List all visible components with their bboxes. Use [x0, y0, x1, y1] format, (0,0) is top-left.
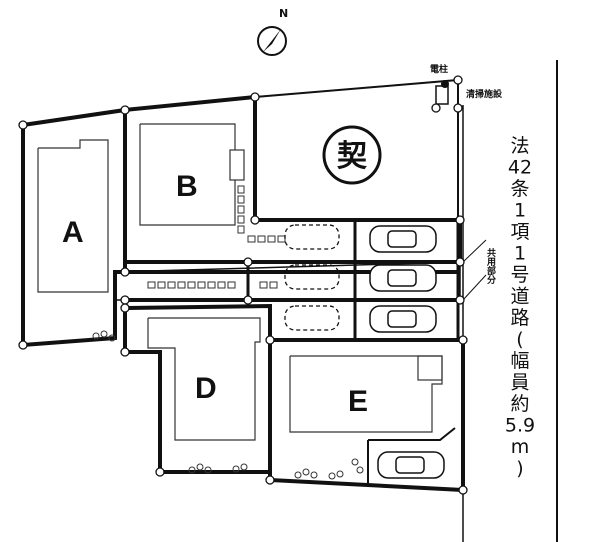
shared-paving	[147, 281, 278, 289]
road-label-char: 1	[514, 200, 526, 222]
road-label-char: 5.9	[505, 415, 535, 437]
shared-area-pointer-2	[462, 274, 487, 301]
road-label-char: m	[511, 436, 530, 458]
lot-b-building	[139, 123, 236, 226]
lot-b-paving	[237, 185, 286, 243]
lot-d-label: D	[195, 372, 217, 405]
road-label-char: )	[516, 458, 523, 480]
road-label-char: 号	[510, 264, 529, 286]
road-label-char: 幅	[510, 350, 529, 372]
shared-area-label: 共用部分	[485, 247, 497, 285]
lot-d-boundary	[123, 303, 355, 474]
shared-area-pointer-1	[462, 239, 487, 263]
road-label-char: 道	[510, 286, 529, 308]
lot-e-driveway	[368, 427, 456, 441]
parking-dashed	[284, 224, 340, 331]
car-icon	[369, 264, 437, 292]
compass-icon: N	[257, 7, 288, 56]
road-label-char: 項	[510, 221, 529, 243]
road-label-char: 約	[510, 393, 529, 415]
utility-pole-label: 電柱	[430, 63, 448, 75]
lot-b-bay	[229, 149, 245, 181]
car-icon	[369, 225, 437, 253]
road-label-char: 員	[510, 372, 529, 394]
shrubs	[92, 330, 364, 480]
contracted-badge	[322, 125, 382, 185]
car-icon	[369, 305, 437, 333]
contracted-label: 契	[337, 139, 368, 174]
road-label-char: 路	[510, 307, 529, 329]
road-label-char: 法	[510, 135, 529, 157]
lot-e-bay	[417, 355, 443, 381]
road-label-char: 42	[508, 157, 532, 179]
car-icon	[377, 451, 445, 479]
lot-a-label: A	[62, 216, 84, 249]
lot-b-label: B	[176, 170, 198, 203]
road-label-char: 1	[514, 243, 526, 265]
cleaning-facility-label: 清掃施設	[466, 88, 503, 100]
car-icons	[369, 225, 445, 479]
north-label: N	[279, 7, 288, 20]
road-label-char: 条	[510, 178, 529, 200]
lot-d-building	[147, 317, 261, 441]
lot-a-building	[37, 139, 109, 293]
road-label-char: (	[516, 329, 523, 351]
lot-e-label: E	[348, 385, 368, 418]
boundary-markers	[18, 75, 468, 495]
cleaning-facility-icon	[435, 85, 449, 105]
